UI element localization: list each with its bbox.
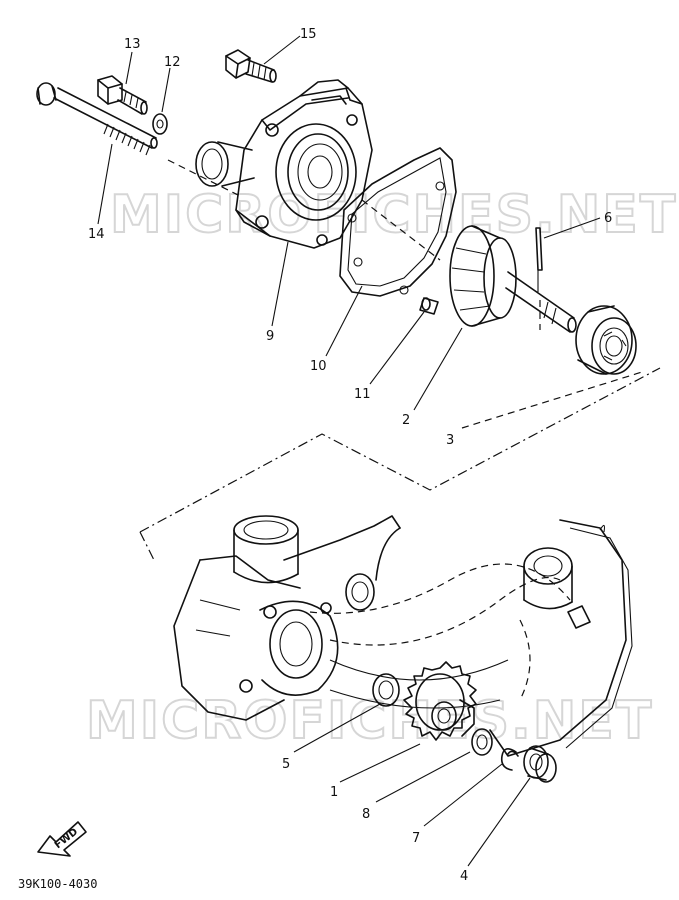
callout-8: 8 <box>362 807 370 822</box>
callout-12: 12 <box>164 55 181 70</box>
bolt-14-part <box>36 82 158 156</box>
gear-1-part <box>403 661 477 741</box>
gasket-10-part <box>339 147 457 297</box>
callout-7: 7 <box>412 831 420 846</box>
pump-housing-9-part <box>195 79 373 249</box>
dowel-pin-11-part <box>419 297 439 315</box>
washer-12-part <box>152 113 168 135</box>
callout-13: 13 <box>124 37 141 52</box>
leader-lines <box>97 35 643 867</box>
circlip-7-part <box>500 748 519 771</box>
pin-6-part <box>535 227 543 292</box>
callout-3: 3 <box>446 433 454 448</box>
fwd-arrow-icon: FWD <box>37 821 87 857</box>
callout-4: 4 <box>460 869 468 884</box>
watermark-bottom: MICROFICHES.NET <box>86 691 653 751</box>
callout-2: 2 <box>402 413 410 428</box>
washer-8-part <box>471 728 493 756</box>
callout-5: 5 <box>282 757 290 772</box>
collar-4-part <box>523 745 557 783</box>
bolt-15-part <box>225 49 277 83</box>
callout-14: 14 <box>88 227 105 242</box>
crankcase-cover-part <box>139 367 661 757</box>
impeller-shaft-2-part <box>449 225 577 333</box>
callout-6: 6 <box>604 211 612 226</box>
diagram-part-number: 39K100-4030 <box>18 877 97 891</box>
callout-15: 15 <box>300 27 317 42</box>
callout-10: 10 <box>310 359 327 374</box>
callout-9: 9 <box>266 329 274 344</box>
bearing-3-part <box>575 305 637 375</box>
callout-11: 11 <box>354 387 371 402</box>
bolt-13-part <box>97 75 148 115</box>
washer-5-part <box>372 673 400 707</box>
watermark-top: MICROFICHES.NET <box>110 185 677 245</box>
callout-1: 1 <box>330 785 338 800</box>
